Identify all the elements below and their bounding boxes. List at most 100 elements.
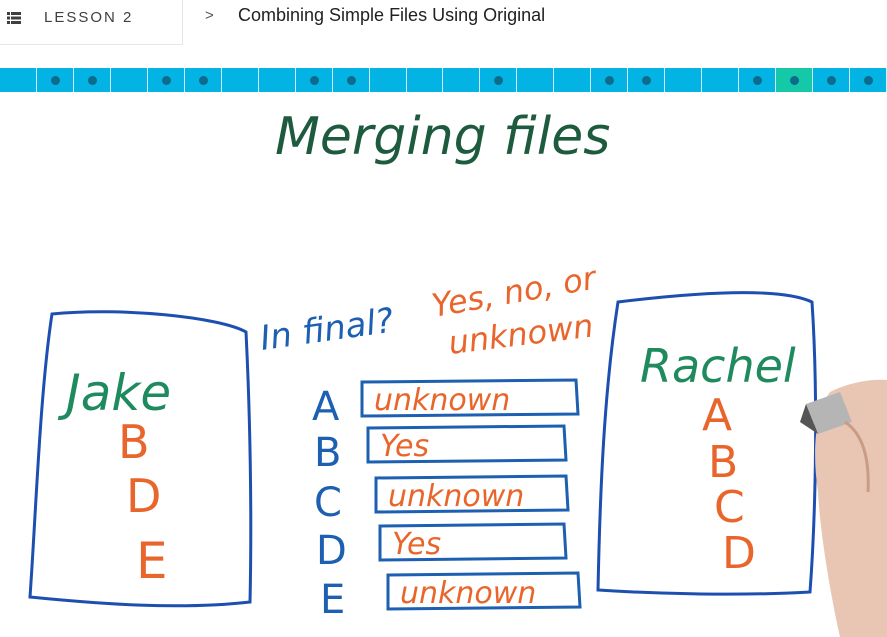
answer-text: unknown xyxy=(374,383,510,418)
progress-segment[interactable] xyxy=(407,68,444,92)
progress-segment[interactable] xyxy=(517,68,555,92)
jake-file-b: B xyxy=(118,415,150,469)
video-frame[interactable]: Merging files Jake B D E In final? Yes, … xyxy=(0,92,887,637)
progress-segment[interactable] xyxy=(444,68,481,92)
rachel-file-b: B xyxy=(708,437,738,488)
answer-box xyxy=(360,378,580,418)
answer-box xyxy=(378,522,568,562)
quiz-marker-dot xyxy=(753,76,763,85)
progress-segment[interactable] xyxy=(259,68,296,92)
progress-segment[interactable] xyxy=(296,68,333,92)
rachel-file-a: A xyxy=(702,390,732,441)
progress-segment[interactable] xyxy=(0,68,37,92)
rachel-box xyxy=(596,291,818,596)
lesson-label: LESSON 2 xyxy=(44,9,134,26)
top-bar: LESSON 2 > Combining Simple Files Using … xyxy=(0,0,887,60)
progress-segment[interactable] xyxy=(702,68,740,92)
segment-divider xyxy=(812,68,814,92)
quiz-marker-dot xyxy=(309,76,319,85)
rachel-file-d: D xyxy=(722,528,756,579)
segment-divider xyxy=(627,68,629,92)
quiz-marker-dot xyxy=(346,76,356,85)
progress-segment[interactable] xyxy=(776,68,814,92)
segment-divider xyxy=(183,68,185,92)
segment-divider xyxy=(35,68,37,92)
progress-segment[interactable] xyxy=(111,68,148,92)
segment-divider xyxy=(405,68,407,92)
row-letter: D xyxy=(316,528,347,574)
quiz-marker-dot xyxy=(864,76,873,85)
jake-file-d: D xyxy=(126,469,161,523)
list-menu-icon xyxy=(7,12,21,24)
page-title: Combining Simple Files Using Original xyxy=(238,5,546,25)
answer-text: Yes xyxy=(380,429,429,464)
progress-segment[interactable] xyxy=(222,68,259,92)
progress-segment[interactable] xyxy=(739,68,777,92)
progress-segment[interactable] xyxy=(148,68,185,92)
quiz-marker-dot xyxy=(494,76,504,85)
row-letter: B xyxy=(314,430,341,476)
quiz-marker-dot xyxy=(790,76,800,85)
progress-segment[interactable] xyxy=(370,68,407,92)
quiz-marker-dot xyxy=(827,76,837,85)
segment-divider xyxy=(368,68,370,92)
row-letter: E xyxy=(320,577,345,623)
progress-segment[interactable] xyxy=(554,68,592,92)
segment-divider xyxy=(775,68,777,92)
segment-divider xyxy=(885,68,887,92)
segment-divider xyxy=(664,68,666,92)
quiz-marker-dot xyxy=(198,76,208,85)
jake-box xyxy=(28,310,253,608)
progress-segment[interactable] xyxy=(813,68,851,92)
quiz-marker-dot xyxy=(161,76,171,85)
lesson-menu-button[interactable]: LESSON 2 xyxy=(0,0,183,45)
segment-divider xyxy=(516,68,518,92)
segment-divider xyxy=(442,68,444,92)
progress-segment[interactable] xyxy=(74,68,111,92)
rachel-label: Rachel xyxy=(640,339,796,393)
board-title: Merging files xyxy=(275,107,610,167)
segment-divider xyxy=(72,68,74,92)
segment-divider xyxy=(479,68,481,92)
jake-label: Jake xyxy=(57,364,171,422)
row-letter: C xyxy=(314,480,342,526)
segment-divider xyxy=(331,68,333,92)
segment-divider xyxy=(701,68,703,92)
progress-segment[interactable] xyxy=(185,68,222,92)
segment-divider xyxy=(109,68,111,92)
answer-box xyxy=(374,474,570,514)
row-letter: A xyxy=(312,384,340,430)
answer-text: Yes xyxy=(392,527,441,562)
quiz-marker-dot xyxy=(87,76,97,85)
whiteboard-drawing: Merging files Jake B D E In final? Yes, … xyxy=(28,107,887,637)
answer-box xyxy=(366,424,568,464)
progress-segment[interactable] xyxy=(480,68,518,92)
lesson-progress-bar xyxy=(0,68,887,92)
segment-divider xyxy=(294,68,296,92)
segment-divider xyxy=(590,68,592,92)
quiz-marker-dot xyxy=(642,76,652,85)
segment-divider xyxy=(146,68,148,92)
quiz-marker-dot xyxy=(605,76,615,85)
answer-box xyxy=(386,571,582,611)
question-prefix: In final? xyxy=(258,301,396,359)
quiz-marker-dot xyxy=(50,76,60,85)
progress-segment[interactable] xyxy=(591,68,629,92)
answer-text: unknown xyxy=(400,576,536,611)
progress-segment[interactable] xyxy=(628,68,666,92)
progress-segment[interactable] xyxy=(665,68,703,92)
segment-divider xyxy=(849,68,851,92)
progress-segment[interactable] xyxy=(333,68,370,92)
segment-divider xyxy=(738,68,740,92)
progress-segment[interactable] xyxy=(850,68,887,92)
segment-divider xyxy=(553,68,555,92)
instructor-hand xyxy=(800,379,887,637)
rachel-file-c: C xyxy=(714,482,745,533)
jake-file-e: E xyxy=(136,532,168,590)
answer-text: unknown xyxy=(388,479,524,514)
segment-divider xyxy=(220,68,222,92)
segment-divider xyxy=(257,68,259,92)
breadcrumb-separator: > xyxy=(205,7,214,24)
progress-segment[interactable] xyxy=(37,68,74,92)
